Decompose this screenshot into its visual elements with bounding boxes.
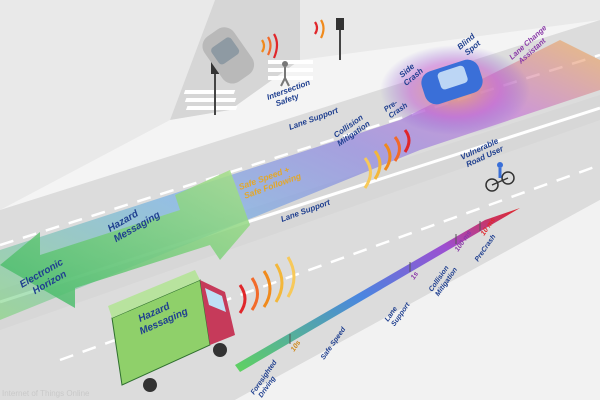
grey-car-signal-waves [261, 19, 325, 59]
truck-icon [108, 270, 235, 392]
traffic-light-left-icon [211, 62, 219, 115]
road-center-band [0, 95, 600, 330]
timeline-bar [235, 208, 520, 372]
traffic-light-right-icon [336, 18, 344, 60]
cyclist-icon [485, 162, 515, 192]
watermark: Internet of Things Online [2, 389, 90, 398]
collision-waves [363, 129, 411, 189]
pedestrian-icon [280, 61, 290, 87]
grey-car-icon [202, 27, 255, 84]
sidewalk-bottom [235, 200, 600, 400]
truck-signal-waves [238, 256, 296, 314]
crosswalk [183, 60, 313, 110]
lane-marking-upper [0, 53, 600, 247]
building-right [300, 0, 600, 60]
hazard-arrow [0, 170, 250, 308]
building-left [0, 0, 215, 210]
tick-label-1s: 1s [410, 271, 420, 281]
blue-car-icon [421, 59, 483, 105]
